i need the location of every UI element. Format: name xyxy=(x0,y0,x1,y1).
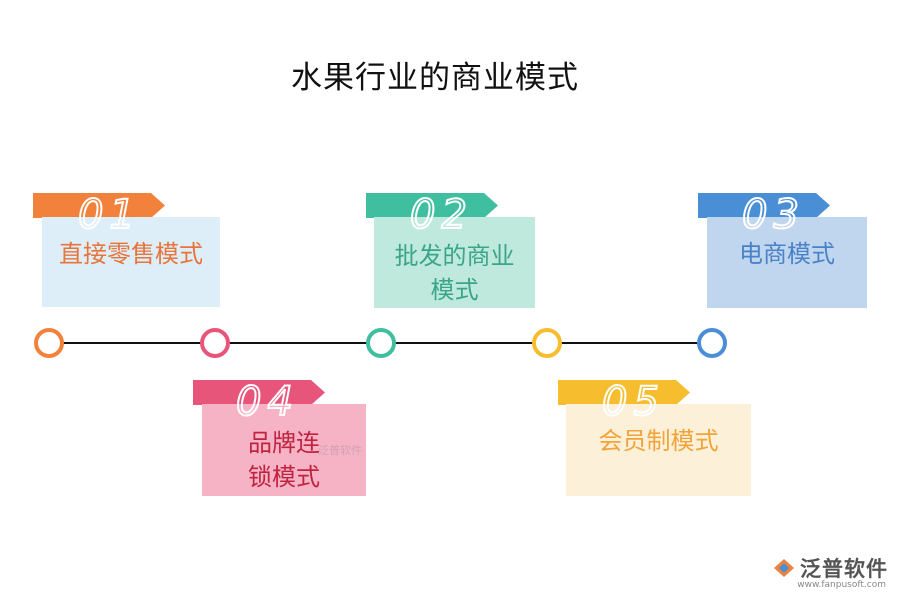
card-04-label: 品牌连锁模式 xyxy=(248,429,320,491)
timeline-node-5 xyxy=(697,328,727,358)
card-03-label: 电商模式 xyxy=(739,240,835,268)
card-03: 电商模式 xyxy=(707,217,867,308)
tag-05 xyxy=(558,380,690,405)
brand-url: www.fanpusoft.com xyxy=(797,580,886,590)
timeline-node-1 xyxy=(34,328,64,358)
brand-logo: 泛普软件 xyxy=(771,553,888,583)
timeline-node-2 xyxy=(200,328,230,358)
card-02-label: 批发的商业模式 xyxy=(394,242,515,304)
card-01-label: 直接零售模式 xyxy=(59,240,203,268)
number-03: 03 xyxy=(741,192,805,238)
timeline-node-3 xyxy=(366,328,396,358)
timeline-node-4 xyxy=(532,328,562,358)
tag-04 xyxy=(193,380,325,405)
diagram-title: 水果行业的商业模式 xyxy=(291,60,579,96)
number-04: 04 xyxy=(235,379,299,425)
card-05-label: 会员制模式 xyxy=(598,427,719,455)
tag-01 xyxy=(33,193,165,218)
brand-name: 泛普软件 xyxy=(800,557,888,581)
number-02: 02 xyxy=(409,192,473,238)
number-05: 05 xyxy=(601,379,665,425)
fanpu-logo-icon xyxy=(774,559,794,577)
card-05: 会员制模式 xyxy=(566,404,751,496)
number-01: 01 xyxy=(77,192,141,238)
tag-03 xyxy=(698,193,830,218)
tag-02 xyxy=(366,193,498,218)
watermark-text: 泛普软件 xyxy=(318,444,362,457)
card-04: 品牌连锁模式 xyxy=(202,404,366,496)
card-02: 批发的商业模式 xyxy=(374,217,535,308)
card-01: 直接零售模式 xyxy=(42,217,220,307)
